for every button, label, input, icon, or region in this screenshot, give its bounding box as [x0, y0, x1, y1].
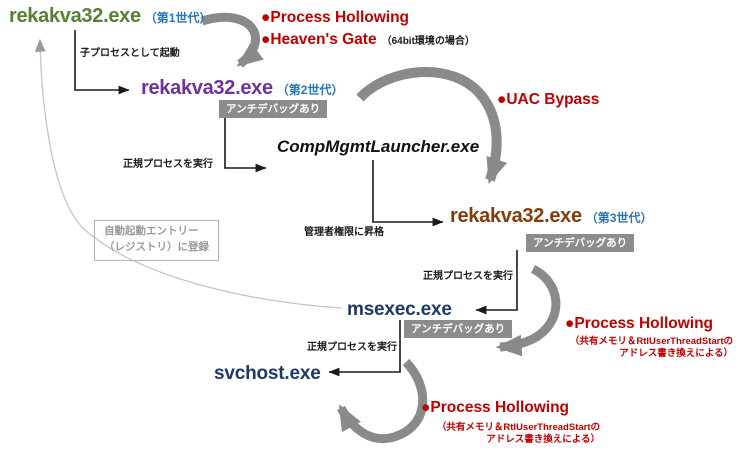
node-msexec-antidebug-badge: アンチデバッグあり	[404, 320, 513, 338]
edge-gen1-to-gen2	[74, 30, 130, 95]
edge-gen2-to-launcher	[224, 114, 267, 173]
edge-gen3-to-msexec	[475, 250, 518, 315]
annotation-heavens-gate-note: （64bit環境の場合）	[381, 36, 475, 47]
node-gen1-name: rekakva32.exe	[9, 5, 141, 27]
arrow-uac-bypass-gen2-gen3	[356, 66, 508, 185]
node-gen1: rekakva32.exe（第1世代）	[9, 5, 211, 27]
edge-label-run-legit-3: 正規プロセスを実行	[307, 342, 397, 353]
edge-label-run-legit-2: 正規プロセスを実行	[423, 271, 513, 282]
annotation-process-hollowing-top: ●Process Hollowing	[261, 9, 410, 26]
annotation-process-hollowing-bottom-note: （共有メモリ＆RtlUserThreadStartの アドレス書き換えによる）	[410, 422, 600, 446]
node-gen3-antidebug-badge: アンチデバッグあり	[526, 234, 635, 252]
annotation-uac-bypass: ●UAC Bypass	[497, 91, 600, 108]
node-gen2-generation: （第2世代）	[276, 83, 344, 97]
arrow-hollowing-gen1-gen2	[200, 12, 264, 68]
node-gen3: rekakva32.exe（第3世代）	[450, 205, 652, 227]
annotation-process-hollowing-mid: ●Process Hollowing	[565, 315, 714, 332]
annotation-mid-note-line1: （共有メモリ＆RtlUserThreadStartの	[569, 336, 733, 347]
edge-launcher-to-gen3	[372, 160, 444, 227]
arrow-hollowing-msexec-svchost	[337, 358, 428, 444]
node-compmgmtlauncher: CompMgmtLauncher.exe	[277, 137, 480, 156]
annotation-heavens-gate-row: ●Heaven's Gate （64bit環境の場合）	[261, 31, 475, 49]
node-gen1-generation: （第1世代）	[144, 11, 212, 25]
annotation-bottom-note-line2: アドレス書き換えによる）	[486, 433, 600, 445]
registry-autorun-line1: 自動起動エントリー	[104, 225, 199, 237]
edge-msexec-to-svchost	[328, 320, 401, 377]
annotation-heavens-gate: ●Heaven's Gate	[261, 31, 377, 48]
arrow-hollowing-gen3-msexec	[495, 264, 561, 357]
annotation-process-hollowing-mid-note: （共有メモリ＆RtlUserThreadStartの アドレス書き換えによる）	[543, 336, 733, 360]
node-gen2-antidebug-badge: アンチデバッグあり	[219, 100, 328, 118]
annotation-bottom-note-line1: （共有メモリ＆RtlUserThreadStartの	[436, 422, 600, 433]
edge-label-spawn-child: 子プロセスとして起動	[80, 48, 180, 59]
node-gen3-name: rekakva32.exe	[450, 205, 582, 227]
node-msexec: msexec.exe	[347, 299, 452, 320]
annotation-process-hollowing-bottom: ●Process Hollowing	[421, 399, 570, 416]
annotation-mid-note-line2: アドレス書き換えによる）	[619, 347, 733, 359]
node-gen2-name: rekakva32.exe	[141, 77, 273, 99]
edge-register-autorun-curve	[34, 38, 343, 309]
node-svchost: svchost.exe	[214, 363, 321, 384]
registry-autorun-box: 自動起動エントリー （レジストリ）に登録	[94, 220, 219, 261]
node-gen2: rekakva32.exe（第2世代）	[141, 77, 343, 99]
edge-label-elevate: 管理者権限に昇格	[304, 227, 384, 238]
edge-label-run-legit-1: 正規プロセスを実行	[123, 159, 213, 170]
registry-autorun-line2: （レジストリ）に登録	[104, 240, 209, 253]
node-gen3-generation: （第3世代）	[585, 211, 653, 225]
